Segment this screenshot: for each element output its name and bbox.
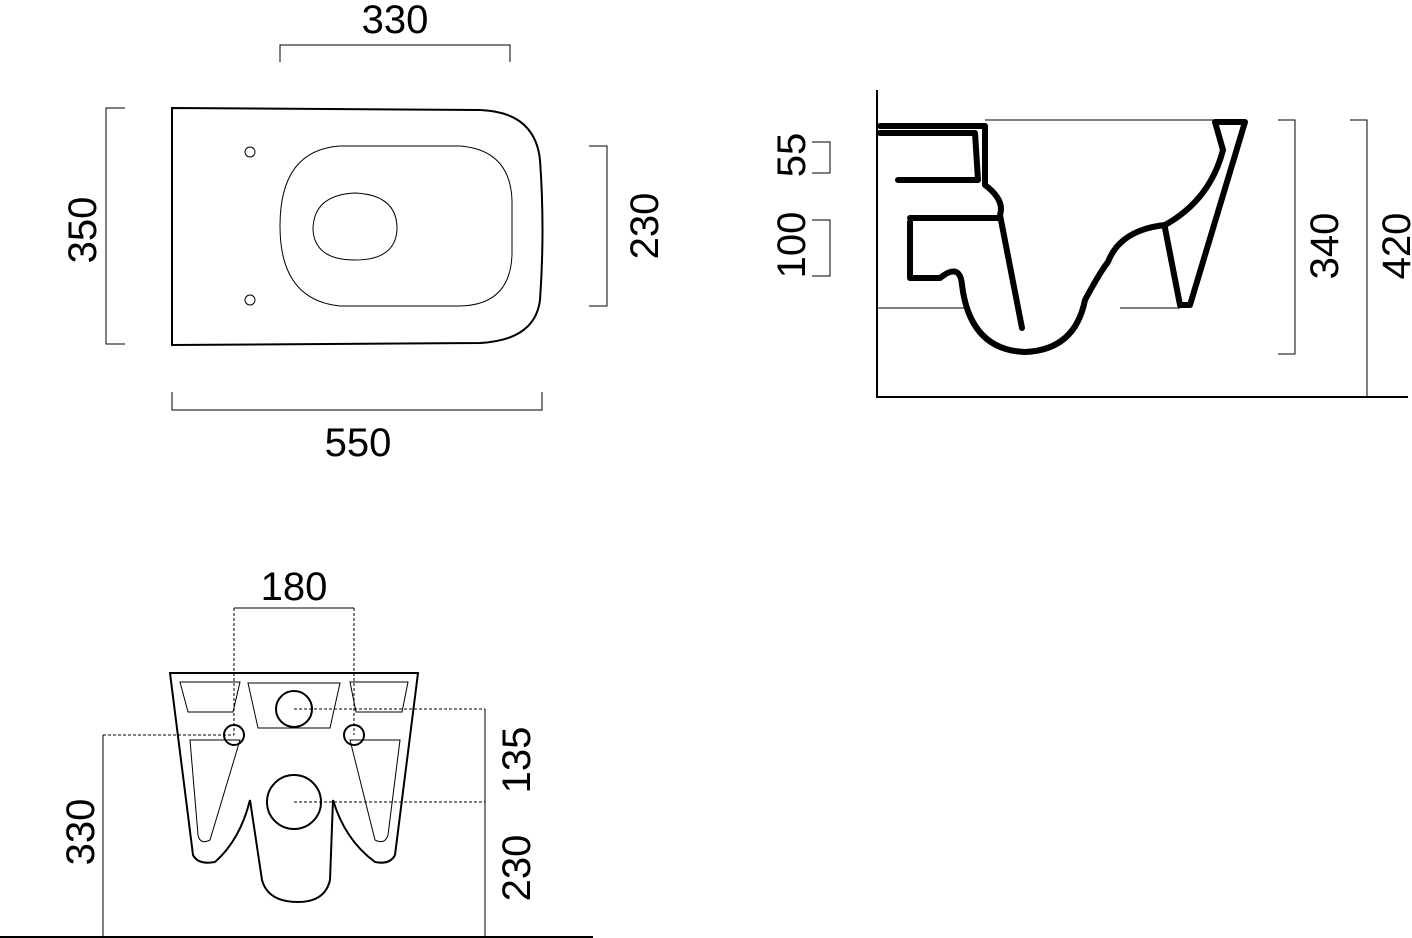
dim-rim-height: 420 (1375, 213, 1412, 280)
side-view: 55 100 340 420 (770, 90, 1412, 398)
dim-seat-width: 330 (362, 0, 429, 42)
dim-opening-width: 230 (623, 193, 667, 260)
dim-rear-outlet-height: 230 (495, 835, 539, 902)
dimension-line (1278, 119, 1296, 355)
dimension-line (279, 44, 511, 62)
dim-fixing-to-outlet: 135 (495, 727, 539, 794)
fixing-hole (244, 294, 256, 306)
wall-and-floor (876, 90, 1408, 398)
top-view-outline (171, 106, 544, 347)
dim-fixing-spacing: 180 (261, 565, 328, 609)
dim-bowl-height: 340 (1303, 213, 1347, 280)
rear-inner (179, 681, 409, 843)
dimension-line (589, 145, 608, 307)
dimension-line (171, 392, 543, 411)
dim-inlet-height: 55 (770, 133, 814, 178)
dimension-line (812, 219, 831, 277)
side-profile (877, 119, 1248, 355)
dimension-line (1350, 119, 1368, 397)
rear-view: 180 135 230 330 (0, 565, 593, 938)
dimension-line (102, 709, 486, 937)
seat-outline (279, 145, 513, 307)
dim-depth: 550 (325, 421, 392, 465)
dimension-line (105, 107, 125, 345)
dim-overall-width: 350 (61, 197, 105, 264)
dimension-line (812, 141, 831, 174)
top-view: 330 350 230 550 (61, 0, 667, 465)
rear-outline (168, 672, 420, 904)
dim-outlet-height: 100 (770, 212, 814, 279)
bowl-opening (312, 192, 398, 261)
leader-lines (103, 608, 485, 803)
dim-fixing-height: 330 (59, 799, 103, 866)
fixing-hole (244, 146, 256, 158)
